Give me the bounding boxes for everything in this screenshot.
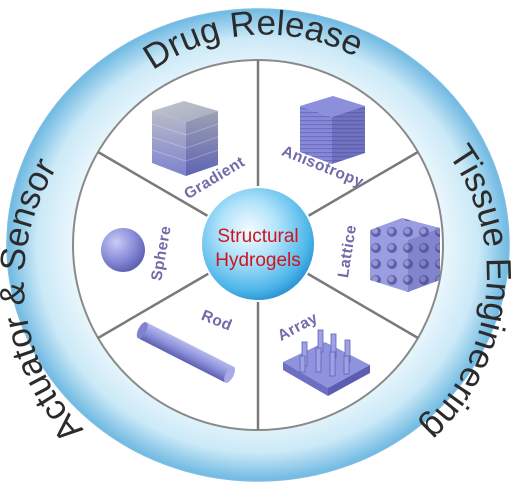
center-title-line2: Hydrogels	[215, 250, 301, 271]
pillar-array-icon	[283, 329, 370, 396]
lattice-cube-icon	[370, 218, 440, 292]
segment-dividers	[97, 60, 419, 430]
center-title-line1: Structural	[217, 226, 298, 247]
anisotropy-cube-icon	[300, 96, 365, 164]
sphere-icon	[101, 228, 145, 272]
gradient-cube-icon	[151, 101, 219, 176]
rod-icon	[136, 321, 235, 383]
center-circle	[200, 186, 316, 302]
